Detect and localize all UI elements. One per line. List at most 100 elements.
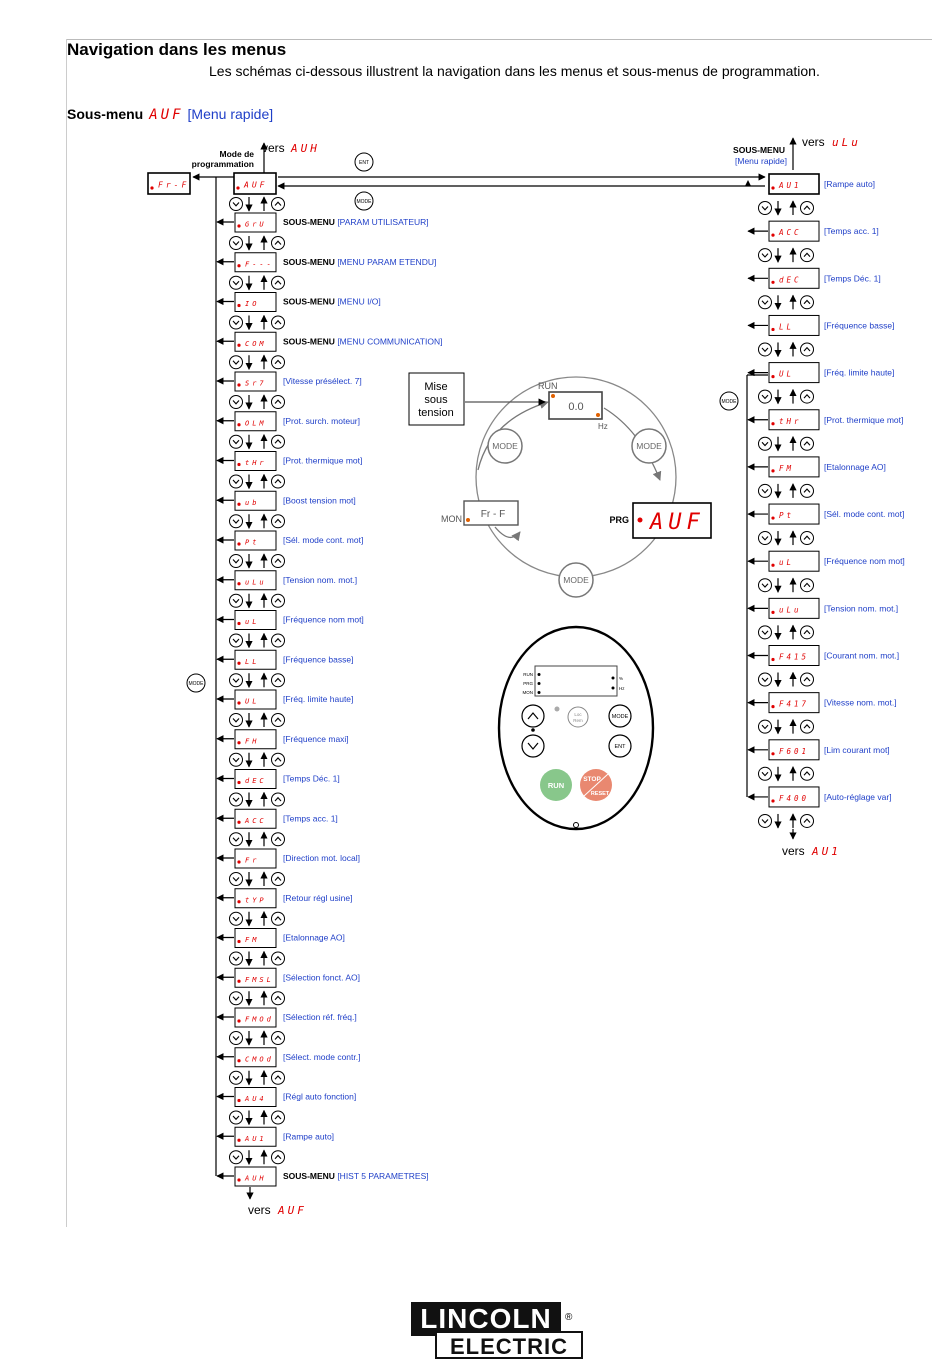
down-key-circle bbox=[229, 673, 243, 688]
loc-label: Loc bbox=[574, 712, 582, 717]
mode-key-right-icon: MODE bbox=[719, 391, 739, 411]
down-key-circle bbox=[758, 389, 772, 404]
down-chevron bbox=[761, 677, 769, 683]
up-chevron bbox=[274, 598, 282, 603]
led-right-dot-1 bbox=[611, 676, 615, 680]
down-chevron bbox=[232, 439, 240, 445]
mon-label: MON bbox=[441, 514, 462, 524]
rem-label: Rem bbox=[573, 718, 583, 723]
chevron-down-icon bbox=[229, 713, 243, 727]
display-frame bbox=[234, 649, 277, 670]
display-frame bbox=[234, 1087, 277, 1107]
display-frame bbox=[234, 570, 277, 591]
up-chevron bbox=[274, 955, 282, 961]
small-triangle-marker bbox=[745, 180, 751, 186]
down-chevron bbox=[232, 598, 240, 604]
left-item-8-display: ub bbox=[234, 490, 277, 511]
chevron-up-icon bbox=[800, 389, 814, 404]
mode-key-left-icon-circle bbox=[186, 673, 206, 693]
up-chevron bbox=[274, 637, 282, 643]
display-code: UL bbox=[245, 698, 259, 706]
display-dot bbox=[237, 224, 241, 228]
down-key-circle bbox=[229, 633, 243, 648]
left-item-9-display: Pt bbox=[234, 530, 277, 551]
chevron-up-icon bbox=[271, 752, 285, 767]
left-item-2-label: SOUS-MENU [MENU PARAM ETENDU] bbox=[283, 257, 436, 267]
down-chevron bbox=[761, 206, 769, 211]
up-key-circle bbox=[800, 389, 814, 404]
left-item-19-label: [Etalonnage AO] bbox=[283, 933, 345, 943]
up-chevron bbox=[274, 1114, 282, 1120]
down-key-circle bbox=[229, 1070, 243, 1085]
mode-key-icon: MODE bbox=[354, 191, 374, 211]
chevron-down-icon bbox=[229, 832, 243, 847]
down-key-circle bbox=[229, 275, 243, 290]
chevron-up-icon bbox=[800, 578, 814, 593]
up-chevron bbox=[274, 399, 282, 404]
display-frame bbox=[768, 314, 820, 336]
down-chevron bbox=[761, 630, 769, 635]
led-left-label-2: PRG bbox=[523, 681, 533, 686]
up-chevron bbox=[274, 757, 282, 762]
up-chevron bbox=[803, 724, 811, 729]
right-item-10-label: [Tension nom. mot.] bbox=[824, 603, 898, 613]
vers-label: vers bbox=[262, 141, 285, 155]
chevron-up-icon bbox=[800, 813, 814, 828]
run-display-frame bbox=[548, 391, 603, 420]
down-chevron bbox=[761, 253, 769, 258]
up-chevron bbox=[274, 439, 282, 444]
keypad-up-button bbox=[521, 704, 545, 728]
down-chevron bbox=[232, 280, 240, 286]
down-key-circle bbox=[758, 531, 772, 546]
display-code: Pt bbox=[779, 511, 794, 520]
up-key-circle bbox=[800, 531, 814, 546]
left-item-22-display: CMOd bbox=[234, 1047, 277, 1068]
right-item-4-label: [Fréquence basse] bbox=[824, 320, 894, 330]
mode-circle-bottom-label: MODE bbox=[563, 575, 589, 585]
chevron-up-icon bbox=[271, 1110, 285, 1125]
up-key-circle bbox=[800, 813, 814, 828]
display-dot bbox=[771, 327, 775, 332]
display-code: UL bbox=[779, 370, 794, 379]
led-right-label-1: % bbox=[619, 676, 623, 681]
chevron-down-icon bbox=[229, 315, 243, 330]
down-key-circle bbox=[229, 474, 243, 489]
chevron-up-icon bbox=[271, 315, 285, 330]
display-frame bbox=[234, 888, 277, 909]
prg-display-dot bbox=[637, 517, 643, 523]
chevron-down-icon bbox=[758, 625, 772, 640]
display-dot bbox=[237, 383, 241, 387]
left-item-3-display: IO bbox=[234, 292, 277, 312]
display-dot bbox=[237, 462, 241, 467]
display-frame bbox=[768, 597, 820, 619]
down-key-circle bbox=[229, 872, 243, 886]
up-key-circle bbox=[271, 1150, 285, 1165]
mode-label-2: programmation bbox=[192, 159, 254, 169]
chevron-up-icon bbox=[271, 792, 285, 807]
submenu-name: [Menu rapide] bbox=[187, 106, 274, 122]
up-key-circle bbox=[271, 832, 285, 847]
chevron-down-icon bbox=[229, 1031, 243, 1045]
down-chevron bbox=[232, 956, 240, 962]
down-key-circle bbox=[229, 236, 243, 250]
up-key-circle bbox=[271, 275, 285, 290]
down-chevron bbox=[232, 519, 240, 524]
chevron-down-icon bbox=[229, 514, 243, 529]
left-item-24-label: [Rampe auto] bbox=[283, 1131, 334, 1141]
left-item-15-display: dEC bbox=[234, 769, 277, 789]
up-chevron bbox=[803, 441, 811, 446]
down-key-circle bbox=[229, 792, 243, 807]
keypad-mode-label: MODE bbox=[612, 714, 629, 720]
down-chevron bbox=[232, 718, 240, 723]
left-item-20-label: [Sélection fonct. AO] bbox=[283, 972, 360, 982]
display-dot bbox=[771, 233, 775, 237]
chevron-down-icon bbox=[229, 752, 243, 767]
down-chevron bbox=[232, 202, 240, 207]
chevron-down-icon bbox=[229, 991, 243, 1006]
mon-display-code: Fr - F bbox=[481, 509, 505, 520]
chevron-down-icon bbox=[229, 911, 243, 926]
up-key-circle bbox=[271, 514, 285, 529]
display-dot bbox=[237, 979, 241, 983]
chevron-down-icon bbox=[758, 766, 772, 781]
